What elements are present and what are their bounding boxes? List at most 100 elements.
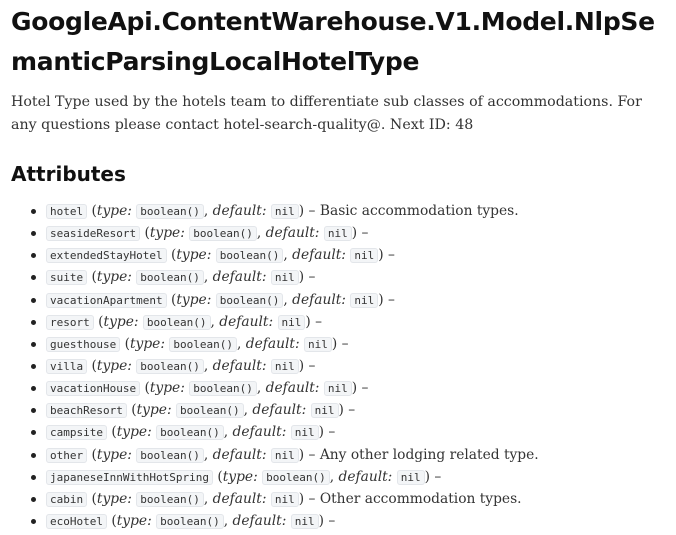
attribute-default: nil (270, 204, 299, 219)
attribute-type: boolean() (156, 513, 224, 529)
attribute-name: beachResort (46, 403, 127, 419)
attribute-default: nil (350, 292, 379, 308)
attribute-item-guesthouse: guesthouse (type: boolean(), default: ni… (11, 333, 671, 355)
bullet-icon (31, 363, 36, 369)
attribute-default: nil (270, 447, 299, 463)
attribute-default: nil (310, 403, 339, 419)
attribute-default: nil (304, 336, 332, 352)
attribute-default: nil (323, 226, 352, 242)
default-label: default: (212, 203, 267, 219)
attribute-item-eco-hotel: ecoHotel (type: boolean(), default: nil)… (11, 510, 671, 532)
type-label: type: (96, 203, 132, 219)
attribute-item-other: other (type: boolean(), default: nil) – … (11, 444, 671, 466)
default-label: default: (212, 357, 267, 374)
attributes-list: hotel (type: boolean(), default: nil) – … (11, 200, 671, 532)
type-label: type: (96, 269, 132, 286)
attribute-type: boolean() (176, 403, 244, 419)
attribute-name: ecoHotel (46, 513, 107, 529)
attribute-default: nil (270, 491, 299, 507)
attribute-name: guesthouse (46, 336, 121, 352)
attribute-description: Basic accommodation types. (319, 203, 519, 219)
attribute-name: vacationHouse (46, 381, 141, 397)
default-label: default: (212, 490, 267, 507)
attribute-default: nil (290, 513, 319, 529)
bullet-icon (31, 319, 36, 325)
type-label: type: (176, 247, 212, 264)
attribute-item-vacation-apartment: vacationApartment (type: boolean(), defa… (11, 289, 671, 311)
attribute-name: vacationApartment (46, 292, 167, 308)
bullet-icon (31, 386, 36, 392)
page-title: GoogleApi.ContentWarehouse.V1.Model.NlpS… (11, 7, 655, 76)
attribute-type: boolean() (156, 425, 224, 441)
attribute-item-cabin: cabin (type: boolean(), default: nil) – … (11, 488, 671, 510)
attribute-name: japaneseInnWithHotSpring (46, 469, 213, 485)
attribute-item-japanese-inn-with-hot-spring: japaneseInnWithHotSpring (type: boolean(… (11, 466, 671, 488)
attribute-item-beach-resort: beachResort (type: boolean(), default: n… (11, 399, 671, 421)
attribute-description: Other accommodation types. (319, 490, 522, 507)
type-label: type: (149, 380, 185, 397)
attribute-item-seaside-resort: seasideResort (type: boolean(), default:… (11, 222, 671, 244)
attribute-name: hotel (46, 204, 88, 219)
type-label: type: (96, 490, 132, 507)
default-label: default: (232, 512, 287, 529)
attribute-item-vacation-house: vacationHouse (type: boolean(), default:… (11, 377, 671, 399)
type-label: type: (222, 468, 258, 485)
attribute-type: boolean() (169, 336, 237, 352)
bullet-icon (31, 253, 36, 259)
type-label: type: (116, 512, 152, 529)
default-label: default: (292, 291, 346, 308)
attribute-item-resort: resort (type: boolean(), default: nil) – (11, 311, 671, 333)
attribute-name: resort (46, 314, 94, 330)
type-label: type: (103, 313, 139, 330)
attribute-type: boolean() (136, 491, 204, 507)
attribute-type: boolean() (136, 270, 204, 286)
default-label: default: (212, 269, 267, 286)
bullet-icon (31, 518, 36, 524)
attribute-type: boolean() (136, 447, 204, 463)
default-label: default: (252, 402, 307, 419)
attributes-heading: Attributes (11, 162, 126, 186)
attribute-default: nil (277, 314, 306, 330)
attribute-default: nil (270, 358, 299, 374)
bullet-icon (31, 408, 36, 414)
attribute-default: nil (270, 270, 299, 286)
default-label: default: (232, 424, 287, 441)
attribute-default: nil (396, 469, 425, 485)
attribute-type: boolean() (189, 381, 257, 397)
attribute-description: Any other lodging related type. (319, 446, 539, 463)
bullet-icon (31, 231, 36, 237)
attribute-type: boolean() (215, 292, 284, 308)
default-label: default: (292, 247, 346, 264)
attribute-name: suite (46, 270, 88, 286)
bullet-icon (31, 474, 36, 480)
attribute-type: boolean() (215, 248, 284, 264)
bullet-icon (31, 452, 36, 458)
default-label: default: (265, 225, 320, 242)
default-label: default: (338, 468, 393, 485)
type-label: type: (130, 335, 165, 352)
attribute-item-hotel: hotel (type: boolean(), default: nil) – … (11, 200, 671, 222)
attribute-type: boolean() (189, 226, 257, 242)
attribute-type: boolean() (136, 204, 204, 219)
attribute-name: cabin (46, 491, 88, 507)
type-label: type: (149, 225, 185, 242)
default-label: default: (265, 380, 320, 397)
bullet-icon (31, 496, 36, 502)
type-label: type: (176, 291, 212, 308)
attribute-default: nil (323, 381, 352, 397)
attribute-default: nil (290, 425, 319, 441)
type-label: type: (116, 424, 152, 441)
attribute-name: seasideResort (46, 226, 141, 242)
attribute-type: boolean() (142, 314, 211, 330)
type-label: type: (96, 446, 132, 463)
module-description: Hotel Type used by the hotels team to di… (11, 94, 642, 133)
type-label: type: (136, 402, 172, 419)
default-label: default: (245, 335, 300, 352)
attribute-type: boolean() (136, 358, 204, 374)
attribute-default: nil (350, 248, 379, 264)
default-label: default: (219, 313, 274, 330)
attribute-name: villa (46, 358, 88, 374)
default-label: default: (212, 446, 267, 463)
attribute-type: boolean() (262, 469, 330, 485)
attribute-item-villa: villa (type: boolean(), default: nil) – (11, 355, 671, 377)
